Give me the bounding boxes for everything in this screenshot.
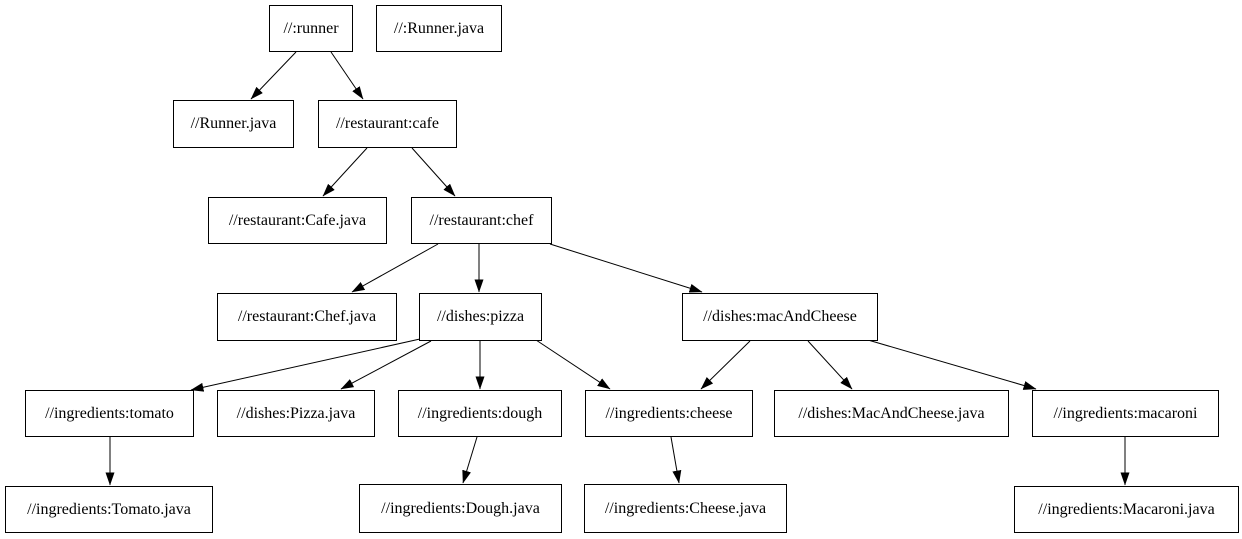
edge-mac-and-cheese-to-cheese [700,340,751,390]
node-dough: //ingredients:dough [398,390,562,437]
edge-pizza-to-tomato [190,338,421,392]
edge-mac-and-cheese-to-macaroni [867,339,1037,390]
node-mac-and-cheese-java: //dishes:MacAndCheese.java [774,390,1009,437]
node-macaroni: //ingredients:macaroni [1032,390,1219,437]
edge-chef-to-mac-and-cheese [549,243,703,293]
edge-pizza-to-pizza-java [340,340,432,390]
edge-cheese-to-cheese-java [670,436,682,484]
edge-chef-to-chef-java [351,243,439,293]
edge-runner-to-runner-java [250,51,297,100]
node-dough-java: //ingredients:Dough.java [359,484,562,533]
edge-cafe-to-cafe-java [322,147,368,197]
node-cafe: //restaurant:cafe [318,100,457,148]
node-pizza-java: //dishes:Pizza.java [217,390,375,437]
edge-dough-to-dough-java [462,436,478,484]
node-pizza: //dishes:pizza [419,293,542,341]
node-cheese: //ingredients:cheese [585,390,753,437]
node-cafe-java: //restaurant:Cafe.java [208,197,387,244]
edge-mac-and-cheese-to-mac-and-cheese-java [807,340,853,390]
node-mac-and-cheese: //dishes:macAndCheese [682,293,878,341]
node-tomato: //ingredients:tomato [25,390,194,437]
edge-runner-to-cafe [330,51,364,100]
node-runner: //:runner [269,5,353,52]
node-runner-java: //Runner.java [173,100,294,148]
node-macaroni-java: //ingredients:Macaroni.java [1014,486,1239,533]
node-chef-java: //restaurant:Chef.java [217,293,397,341]
edge-pizza-to-cheese [535,339,611,390]
node-cheese-java: //ingredients:Cheese.java [584,484,787,533]
node-tomato-java: //ingredients:Tomato.java [5,486,213,533]
edge-cafe-to-chef [411,147,456,197]
node-chef: //restaurant:chef [411,197,552,244]
node-runner-java-src: //:Runner.java [376,5,502,52]
